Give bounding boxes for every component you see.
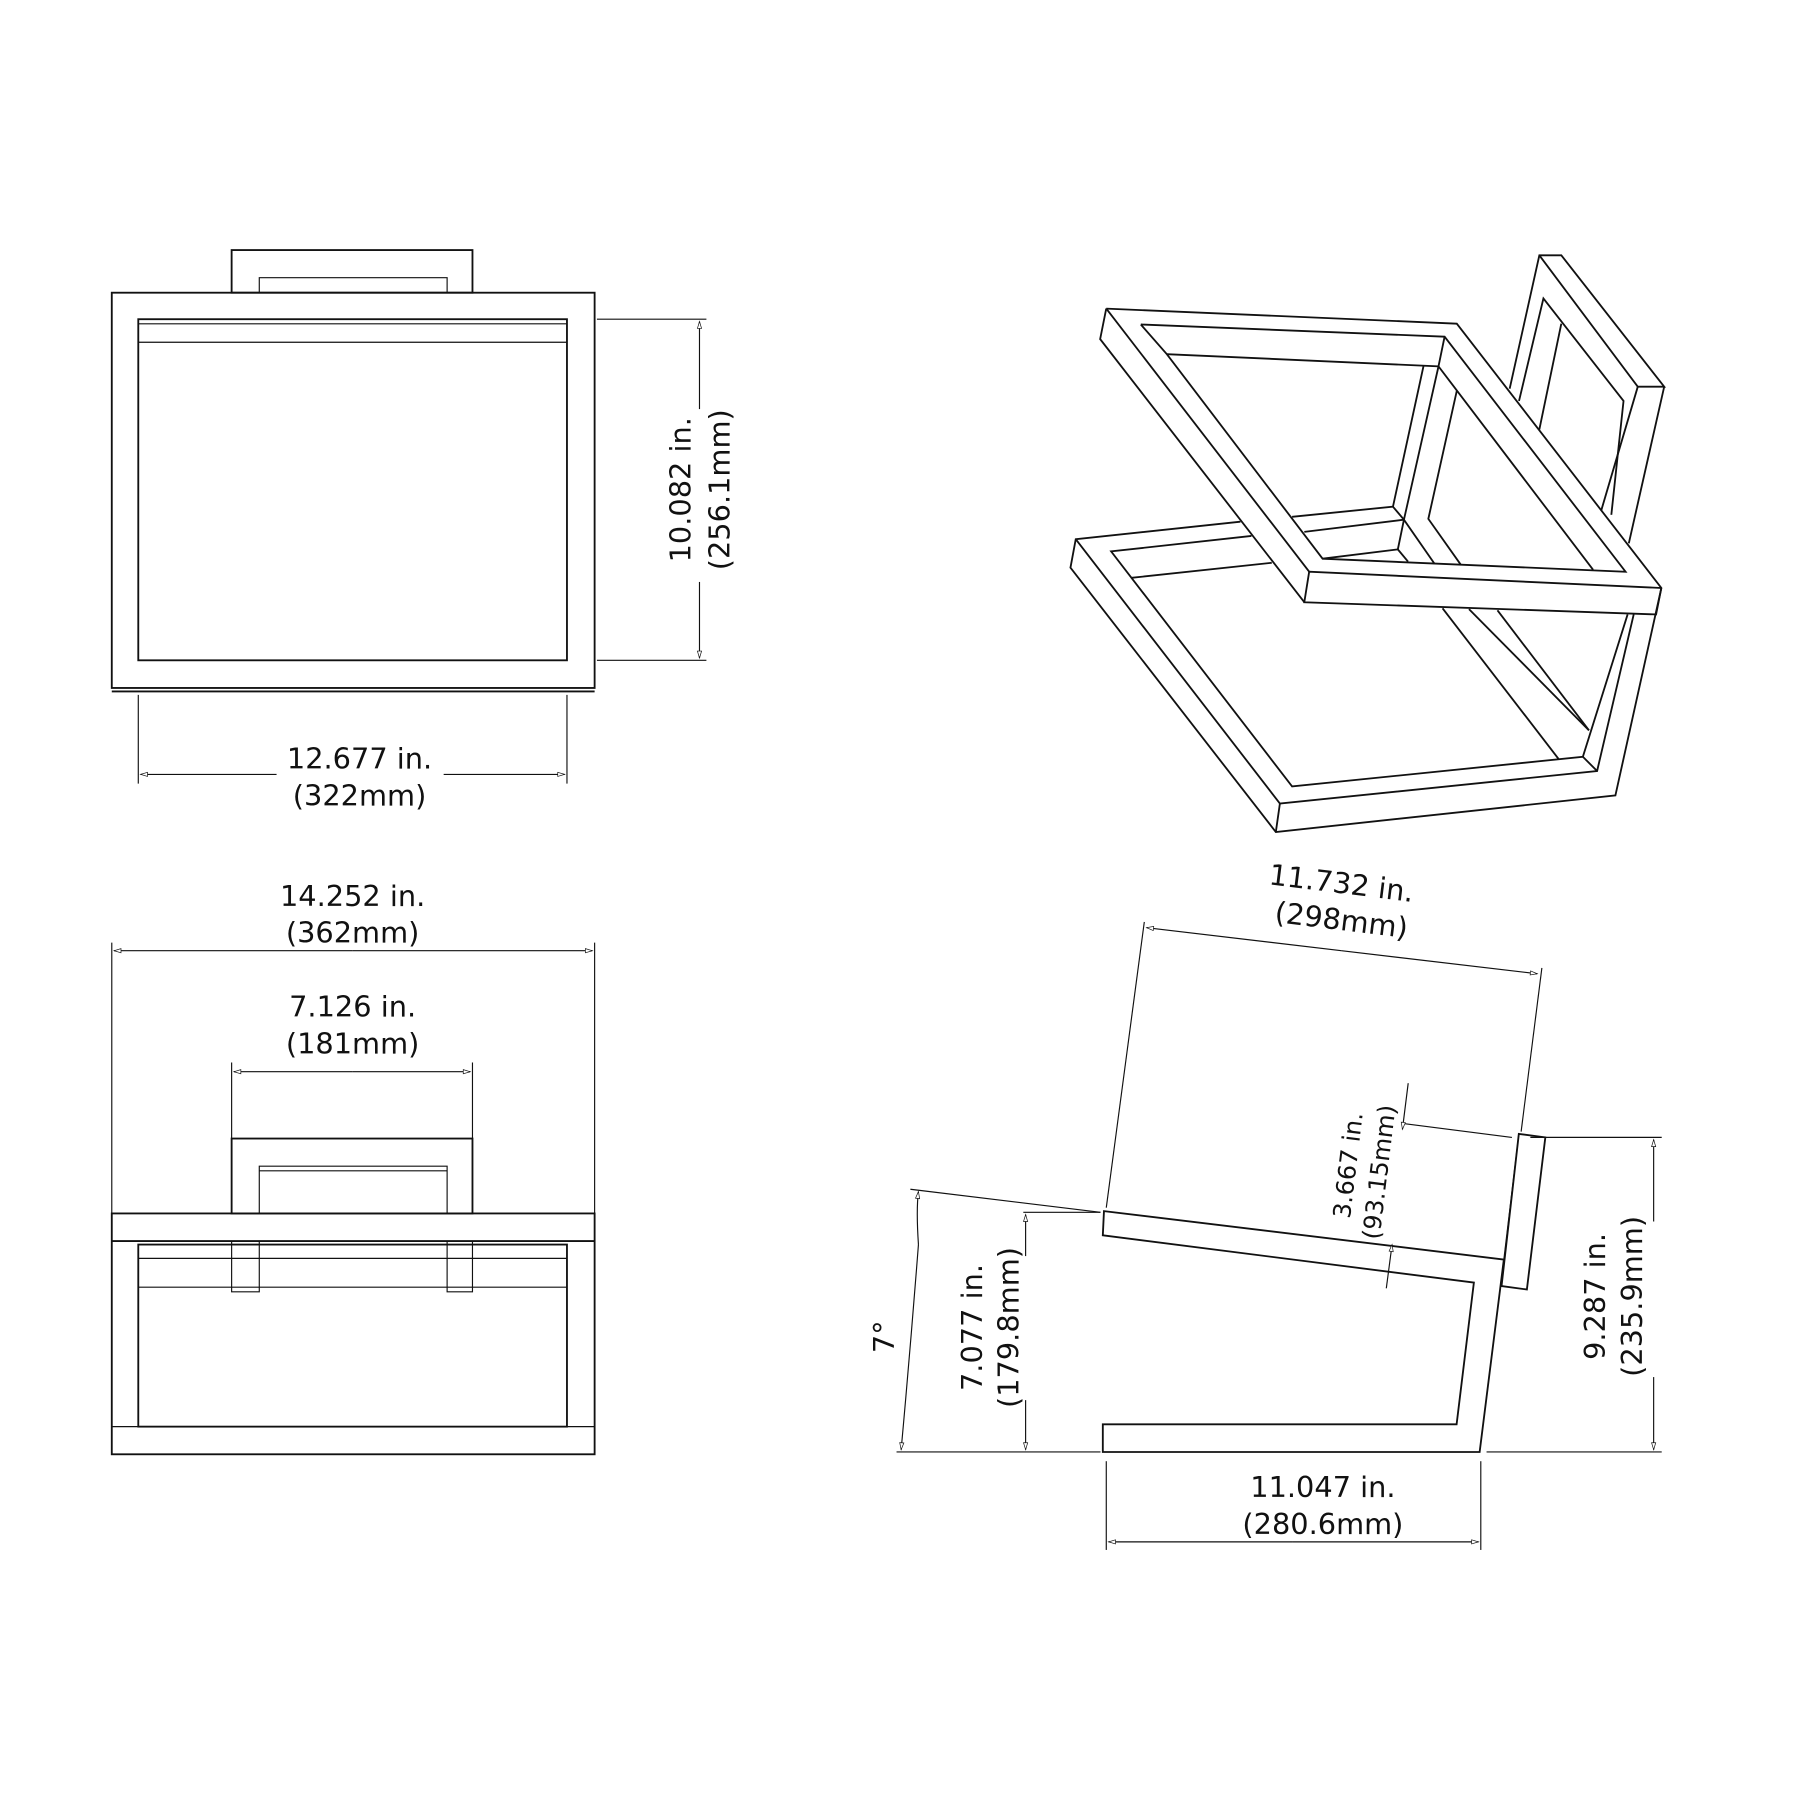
top-view: 14.252 in. (362mm) 7.126 in. (181mm) [110, 879, 596, 1456]
seat-height-in: 7.077 in. [955, 1264, 989, 1391]
base-length-mm: (280.6mm) [1242, 1507, 1403, 1541]
seat-height-mm: (179.8mm) [992, 1247, 1026, 1408]
angle-label: 7° [867, 1320, 901, 1353]
overall-width-mm: (362mm) [286, 916, 420, 950]
isometric-view [1069, 254, 1667, 833]
side-view: 11.732 in. (298mm) 3.667 in. (93.15mm) 9… [867, 857, 1662, 1550]
overall-height-mm: (235.9mm) [1615, 1216, 1649, 1377]
handle-width-in: 7.126 in. [289, 989, 416, 1023]
handle-width-mm: (181mm) [286, 1026, 420, 1060]
overall-height-in: 9.287 in. [1578, 1233, 1612, 1360]
overall-width-in: 14.252 in. [280, 879, 425, 913]
front-width-in: 12.677 in. [287, 742, 432, 776]
front-width-mm: (322mm) [293, 779, 427, 813]
front-height-in: 10.082 in. [663, 417, 697, 562]
base-length-in: 11.047 in. [1250, 1470, 1395, 1504]
front-height-mm: (256.1mm) [702, 409, 736, 570]
front-view: 10.082 in. (256.1mm) 12.677 in. (322mm) [110, 249, 736, 813]
